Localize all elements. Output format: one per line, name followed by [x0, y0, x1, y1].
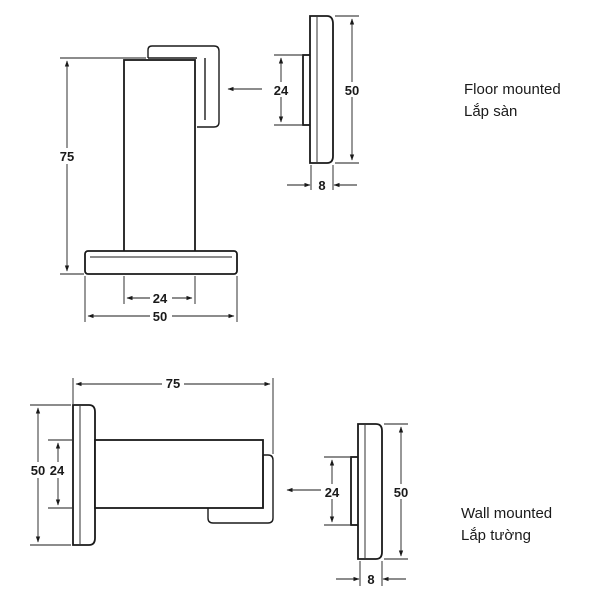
dim-wall-plate-inner-label: 24 [50, 463, 65, 478]
floor-caption: Floor mounted Lắp sàn [464, 79, 561, 123]
floor-base [84, 250, 238, 275]
floor-side-view: 24 50 8 [227, 15, 364, 193]
floor-caption-en: Floor mounted [464, 81, 561, 98]
dim-base-width-label: 50 [153, 309, 167, 324]
floor-plate [309, 15, 334, 164]
dim-floor-plate-inner-label: 24 [274, 83, 289, 98]
wall-side-plate [357, 423, 383, 560]
floor-post [123, 59, 196, 253]
floor-hook [147, 45, 220, 128]
wall-front-view: 75 50 24 [28, 375, 274, 546]
dim-post-width-label: 24 [153, 291, 168, 306]
wall-side-view: 24 50 8 [286, 423, 412, 587]
wall-caption-vi: Lắp tường [461, 527, 531, 544]
floor-front-view: 75 24 50 [57, 45, 238, 324]
wall-caption-en: Wall mounted [461, 505, 553, 522]
wall-arm [94, 439, 264, 509]
dim-floor-plate-height-label: 50 [345, 83, 359, 98]
wall-hook [207, 454, 274, 524]
wall-caption: Wall mounted Lắp tường [461, 503, 552, 547]
dim-wall-plate-height-label: 50 [31, 463, 45, 478]
dim-floor-depth-label: 8 [318, 178, 325, 193]
dim-wall-side-inner-label: 24 [325, 485, 340, 500]
dim-height-label: 75 [60, 149, 74, 164]
floor-caption-vi: Lắp sàn [464, 103, 518, 120]
dim-wall-side-height-label: 50 [394, 485, 408, 500]
dim-wall-length-label: 75 [166, 376, 180, 391]
dim-wall-depth-label: 8 [367, 572, 374, 587]
wall-plate [72, 404, 96, 546]
